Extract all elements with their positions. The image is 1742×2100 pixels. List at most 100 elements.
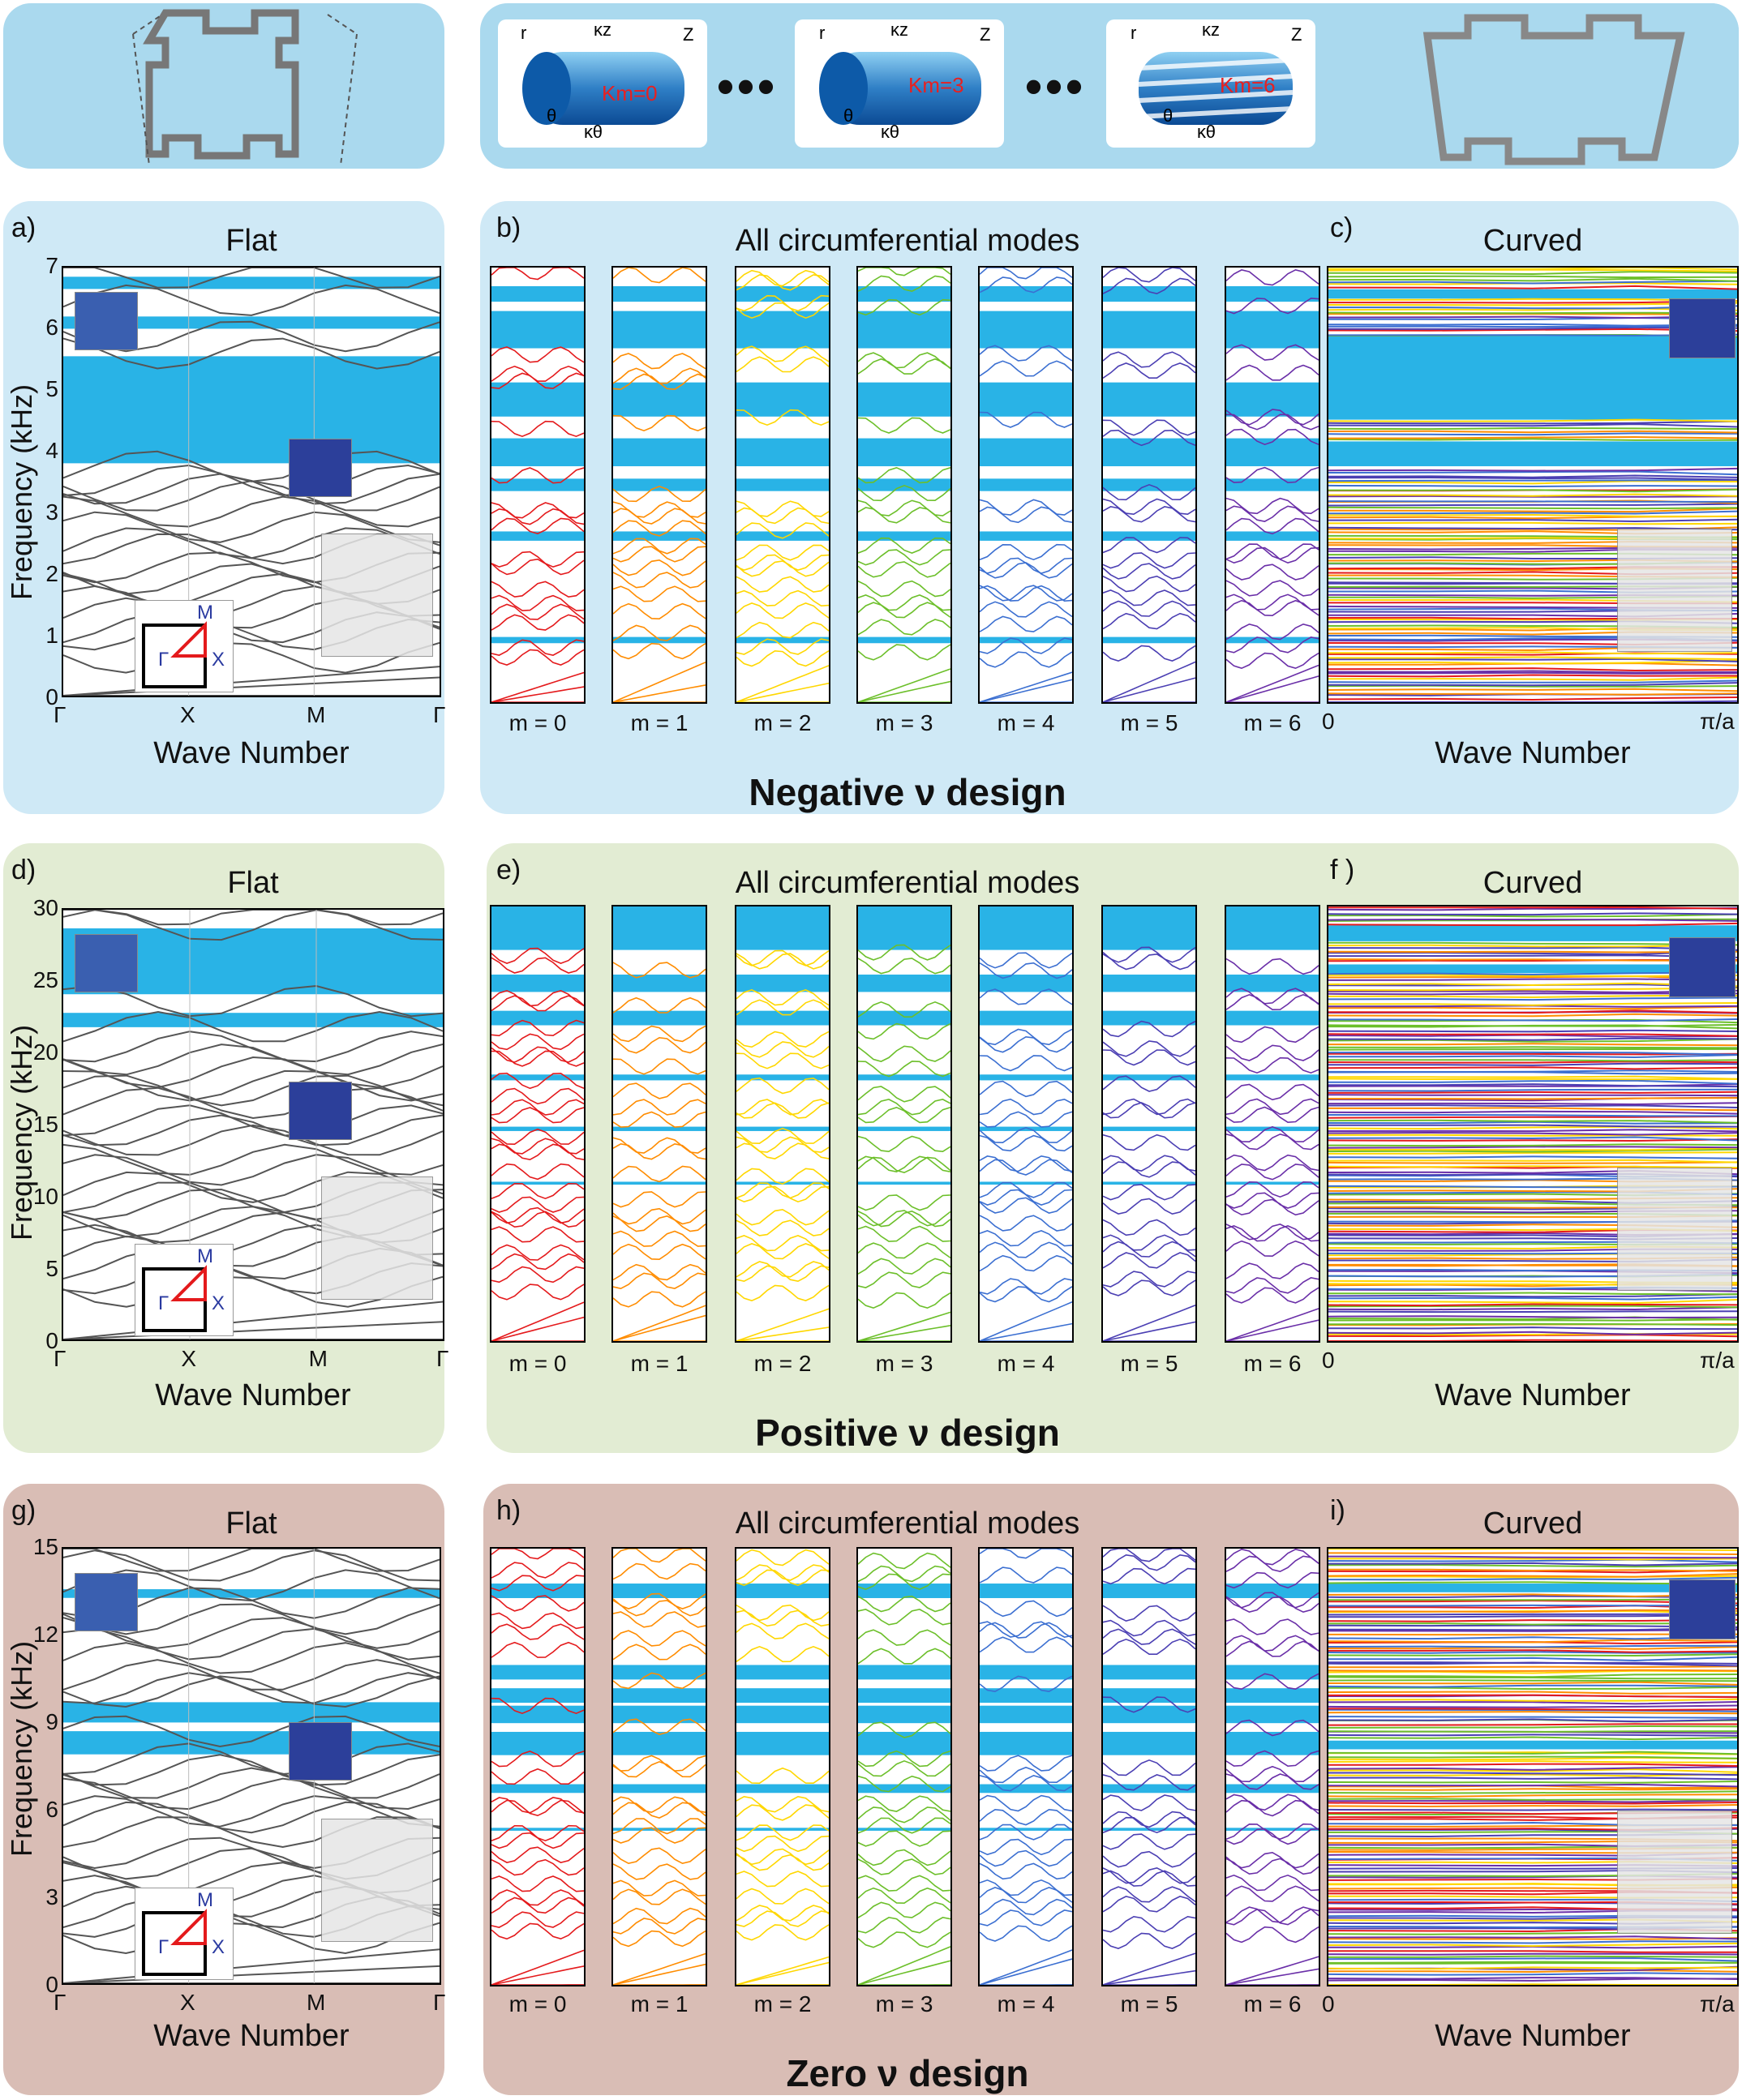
band-line — [613, 1058, 706, 1075]
band-line — [736, 1077, 829, 1095]
curved-lattice-image — [1617, 1168, 1732, 1291]
band-line — [1226, 1106, 1319, 1124]
band-line — [736, 1609, 829, 1627]
band-line — [1328, 676, 1737, 681]
band-line — [1328, 692, 1737, 696]
band-line — [491, 1087, 584, 1105]
band-gap-4 — [613, 1731, 706, 1755]
band-gap-3 — [736, 1705, 829, 1724]
band-line — [736, 274, 829, 291]
panel-letter-flat: g) — [11, 1495, 36, 1526]
band-line — [613, 1137, 706, 1154]
band-line — [613, 1036, 706, 1054]
svg-text:Km=3: Km=3 — [908, 73, 964, 97]
band-gap-0 — [491, 906, 584, 950]
panel-letter-all: b) — [496, 212, 521, 243]
band-line — [858, 1759, 950, 1777]
band-line — [1226, 1133, 1319, 1151]
band-line — [1328, 996, 1737, 1001]
band-line — [858, 275, 950, 293]
band-line — [613, 1755, 706, 1772]
cylinder-mode-m6-image: r κz Z θ κθ Km=6 — [1106, 19, 1315, 148]
band-line — [980, 962, 1072, 979]
mode-m1-plot — [611, 266, 707, 704]
svg-text:r: r — [1131, 23, 1136, 43]
band-line — [63, 1603, 440, 1635]
band-line — [491, 581, 584, 598]
band-line — [1328, 1555, 1737, 1559]
band-line — [491, 1284, 584, 1301]
band-line — [1226, 1164, 1319, 1181]
band-line — [1328, 1665, 1737, 1669]
band-line — [63, 666, 440, 696]
band-line — [1103, 563, 1195, 580]
band-line — [1328, 1804, 1737, 1808]
band-line — [858, 1775, 950, 1793]
band-line — [1328, 658, 1737, 662]
mode-shape-thumbnail — [289, 438, 352, 497]
band-line — [736, 1961, 829, 1985]
band-line — [1328, 1983, 1737, 1985]
band-line — [491, 1316, 584, 1341]
band-line — [613, 1230, 706, 1247]
band-line — [980, 1215, 1072, 1232]
band-line — [1226, 1571, 1319, 1589]
band-gap-2 — [1226, 382, 1319, 417]
band-line — [1328, 651, 1737, 655]
band-line — [1328, 1331, 1737, 1335]
band-line — [1328, 1776, 1737, 1781]
band-gap-0 — [1226, 1584, 1319, 1598]
band-gap-4 — [613, 478, 706, 491]
band-line — [1328, 430, 1737, 434]
band-line — [613, 624, 706, 641]
mode-m5-plot — [1101, 266, 1197, 704]
band-line — [980, 499, 1072, 516]
band-line — [491, 1050, 584, 1067]
flat-unit-cell-icon — [132, 9, 358, 166]
band-line — [736, 649, 829, 667]
flat-title: Flat — [225, 1506, 277, 1541]
band-line — [613, 1672, 706, 1690]
band-gap-0 — [980, 1584, 1072, 1598]
band-line — [1226, 1192, 1319, 1209]
band-line — [63, 464, 440, 497]
band-line — [1226, 664, 1319, 702]
band-line — [491, 1549, 584, 1560]
mode-m0-plot-svg — [491, 1549, 584, 1985]
band-line — [63, 910, 443, 926]
lattice-structure-image — [321, 1818, 433, 1942]
band-line — [613, 538, 706, 555]
band-line — [858, 499, 950, 516]
mode-m2-plot — [735, 905, 830, 1343]
band-line — [980, 1879, 1072, 1896]
band-line — [1328, 1955, 1737, 1958]
panel-letter-curved: c) — [1330, 212, 1354, 243]
band-line — [1226, 1926, 1319, 1944]
band-line — [1328, 1322, 1737, 1326]
band-line — [1328, 1794, 1737, 1798]
band-line — [1103, 1619, 1195, 1637]
band-line — [1103, 1638, 1195, 1655]
y-tick-label: 6 — [45, 315, 58, 340]
mode-m4-plot — [978, 266, 1074, 704]
band-line — [63, 1754, 440, 1786]
band-line — [1226, 1277, 1319, 1294]
band-line — [980, 1181, 1072, 1198]
band-line — [63, 1143, 443, 1176]
band-line — [63, 1672, 440, 1704]
band-line — [858, 1817, 950, 1834]
band-line — [1328, 1956, 1737, 1962]
band-line — [980, 1838, 1072, 1856]
band-line — [858, 1325, 950, 1341]
band-line — [63, 1086, 443, 1120]
band-line — [613, 1879, 706, 1896]
band-line — [491, 947, 584, 964]
band-line — [1328, 1766, 1737, 1771]
cylinder-mode-m3-image: r κz Z θ κθ Km=3 — [795, 19, 1004, 148]
band-line — [1328, 1124, 1737, 1128]
band-line — [1226, 1549, 1319, 1566]
band-line — [736, 1924, 829, 1941]
x-tick-label: Γ — [436, 1346, 449, 1371]
curved-band-plot — [1327, 905, 1739, 1343]
band-line — [1328, 1136, 1737, 1142]
